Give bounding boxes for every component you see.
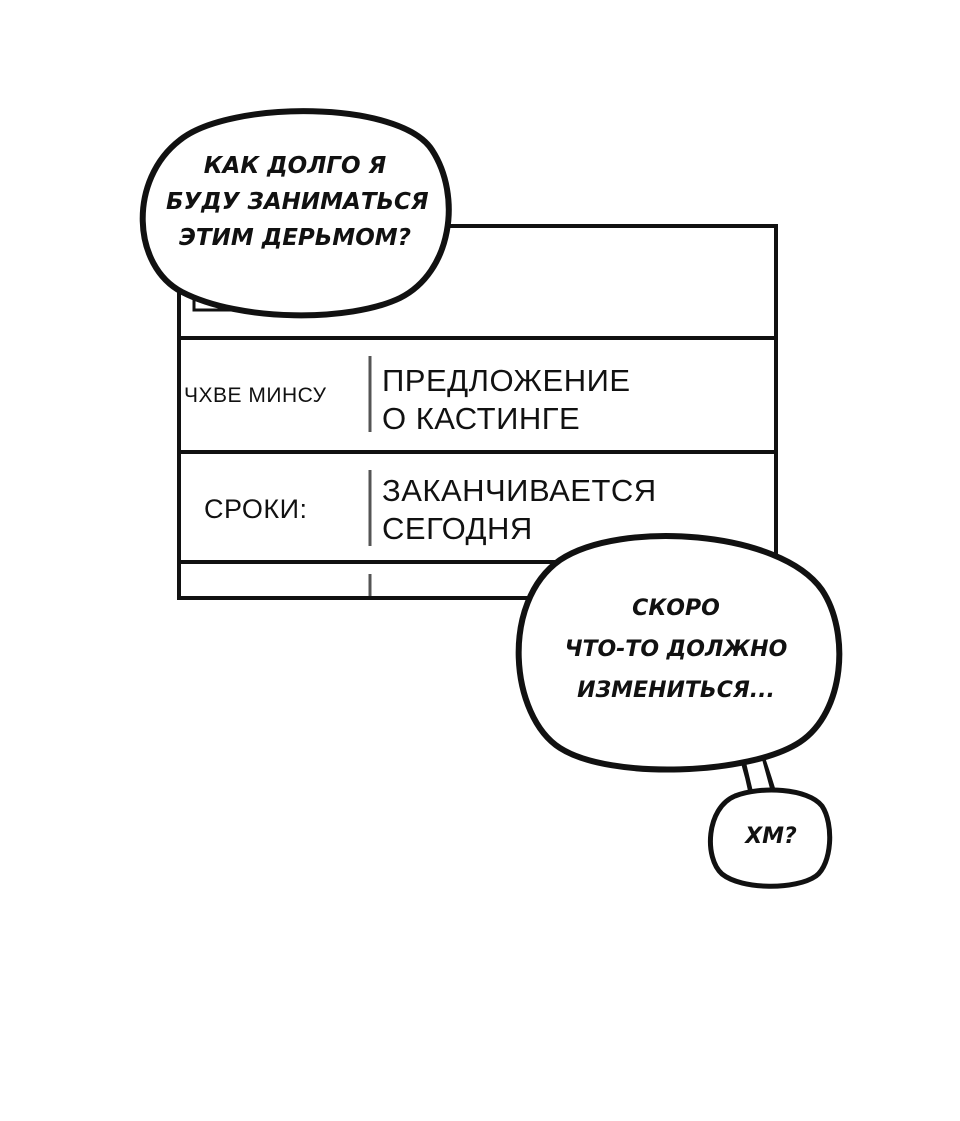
form-label-deadline: СРОКИ: [204,494,308,524]
form-value-line: О КАСТИНГЕ [382,401,581,436]
form-value-proposal: ПРЕДЛОЖЕНИЕ О КАСТИНГЕ [382,362,631,438]
form-value-line: ЗАКАНЧИВАЕТСЯ [382,473,657,508]
speech-bubble-small [708,787,833,889]
bubble-top-left-text: КАК ДОЛГО Я БУДУ ЗАНИМАТЬСЯ ЭТИМ ДЕРЬМОМ… [166,148,429,256]
bubble-text-line: ЧТО-ТО ДОЛЖНО [564,637,788,662]
bubble-small-text: ХМ? [745,824,797,849]
speech-bubble-right [515,533,843,773]
form-label-name: ЧХВЕ МИНСУ [184,384,327,407]
bubble-text-line: СКОРО [632,596,720,621]
bubble-text-line: ИЗМЕНИТЬСЯ... [577,678,775,703]
bubble-right-text: СКОРО ЧТО-ТО ДОЛЖНО ИЗМЕНИТЬСЯ... [536,588,816,711]
form-value-line: ПРЕДЛОЖЕНИЕ [382,363,631,398]
form-value-line: СЕГОДНЯ [382,511,533,546]
speech-bubble-top-left [139,108,452,319]
form-value-deadline: ЗАКАНЧИВАЕТСЯ СЕГОДНЯ [382,472,657,548]
bubble-text-line: БУДУ ЗАНИМАТЬСЯ [166,189,429,215]
bubble-text-line: ЭТИМ ДЕРЬМОМ? [179,225,411,251]
bubble-text-line: КАК ДОЛГО Я [203,153,387,179]
